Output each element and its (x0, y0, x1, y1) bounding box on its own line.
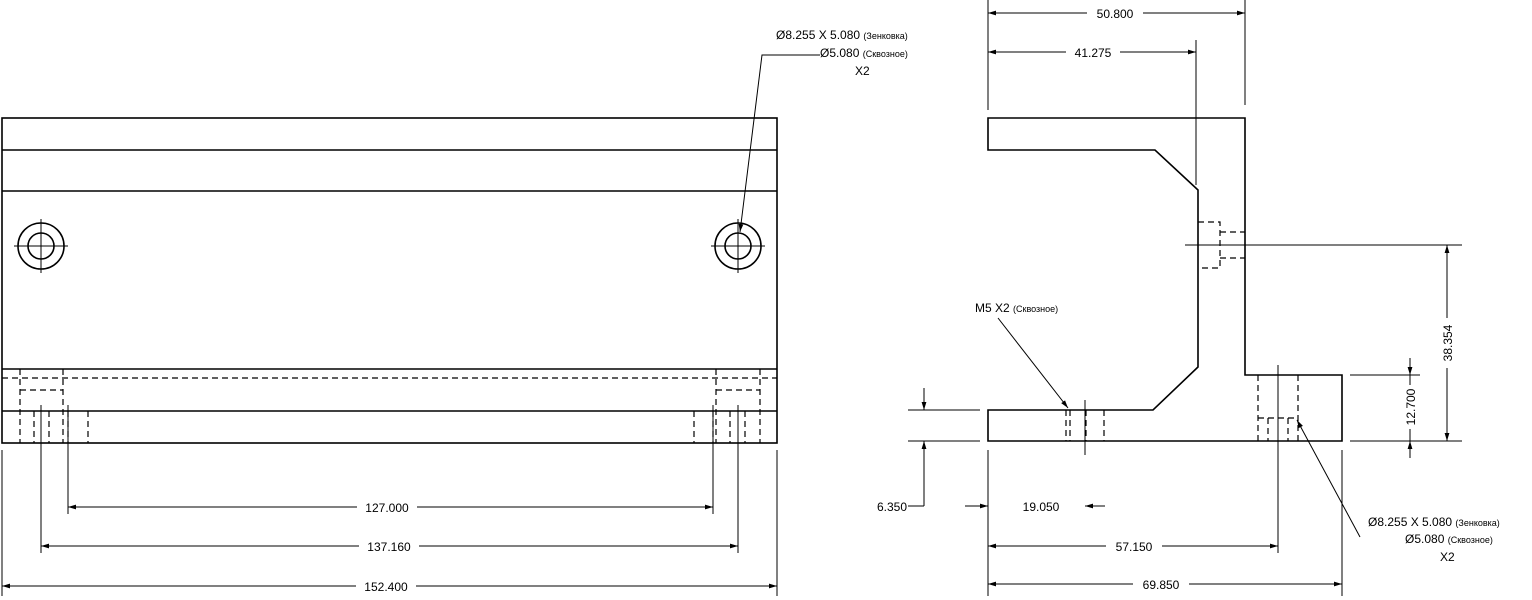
svg-text:M5 X2 (Сквозное): M5 X2 (Сквозное) (975, 301, 1058, 315)
svg-text:Ø8.255 X 5.080 (Зенковка): Ø8.255 X 5.080 (Зенковка) (1368, 515, 1500, 529)
top-callout-leader (738, 54, 820, 233)
dim-19-label: 19.050 (1023, 500, 1060, 514)
dim-137-label: 137.160 (367, 540, 411, 554)
bottom-callout-leader (1296, 419, 1361, 538)
svg-text:Ø5.080 (Сквозное): Ø5.080 (Сквозное) (1405, 532, 1493, 546)
side-view: 50.800 41.275 38.354 12.700 6.350 19.050… (877, 0, 1500, 596)
svg-text:X2: X2 (1440, 550, 1455, 564)
bottom-callout: Ø8.255 X 5.080 (Зенковка) Ø5.080 (Сквозн… (1368, 515, 1500, 564)
dim-12-label: 12.700 (1404, 388, 1418, 425)
dim-50-label: 50.800 (1097, 7, 1134, 21)
left-hole (14, 219, 68, 273)
thread-hole (1065, 400, 1105, 455)
thread-callout-leader (997, 317, 1069, 409)
hidden-holes-left (19, 369, 89, 455)
front-outline (1, 117, 778, 444)
right-hole (711, 219, 765, 273)
dim-41-label: 41.275 (1075, 46, 1112, 60)
dim-38-label: 38.354 (1441, 324, 1455, 361)
side-wall-hole (1185, 221, 1265, 269)
dim-57-label: 57.150 (1116, 540, 1153, 554)
dim-152-label: 152.400 (364, 580, 408, 594)
base-hole (1257, 365, 1299, 455)
svg-text:Ø8.255 X 5.080 (Зенковка): Ø8.255 X 5.080 (Зенковка) (776, 28, 908, 42)
svg-text:X2: X2 (855, 64, 870, 78)
thread-callout: M5 X2 (Сквозное) (975, 301, 1058, 315)
top-callout: Ø8.255 X 5.080 (Зенковка) Ø5.080 (Сквозн… (776, 28, 908, 78)
dim-69-label: 69.850 (1143, 578, 1180, 592)
front-view: 127.000 137.160 152.400 Ø8.255 X 5.080 (… (1, 28, 908, 596)
side-outline (987, 117, 1343, 442)
svg-text:Ø5.080 (Сквозное): Ø5.080 (Сквозное) (820, 46, 908, 60)
hidden-holes-right (693, 369, 761, 455)
dim-6-label: 6.350 (877, 500, 907, 514)
dim-127-label: 127.000 (365, 501, 409, 515)
